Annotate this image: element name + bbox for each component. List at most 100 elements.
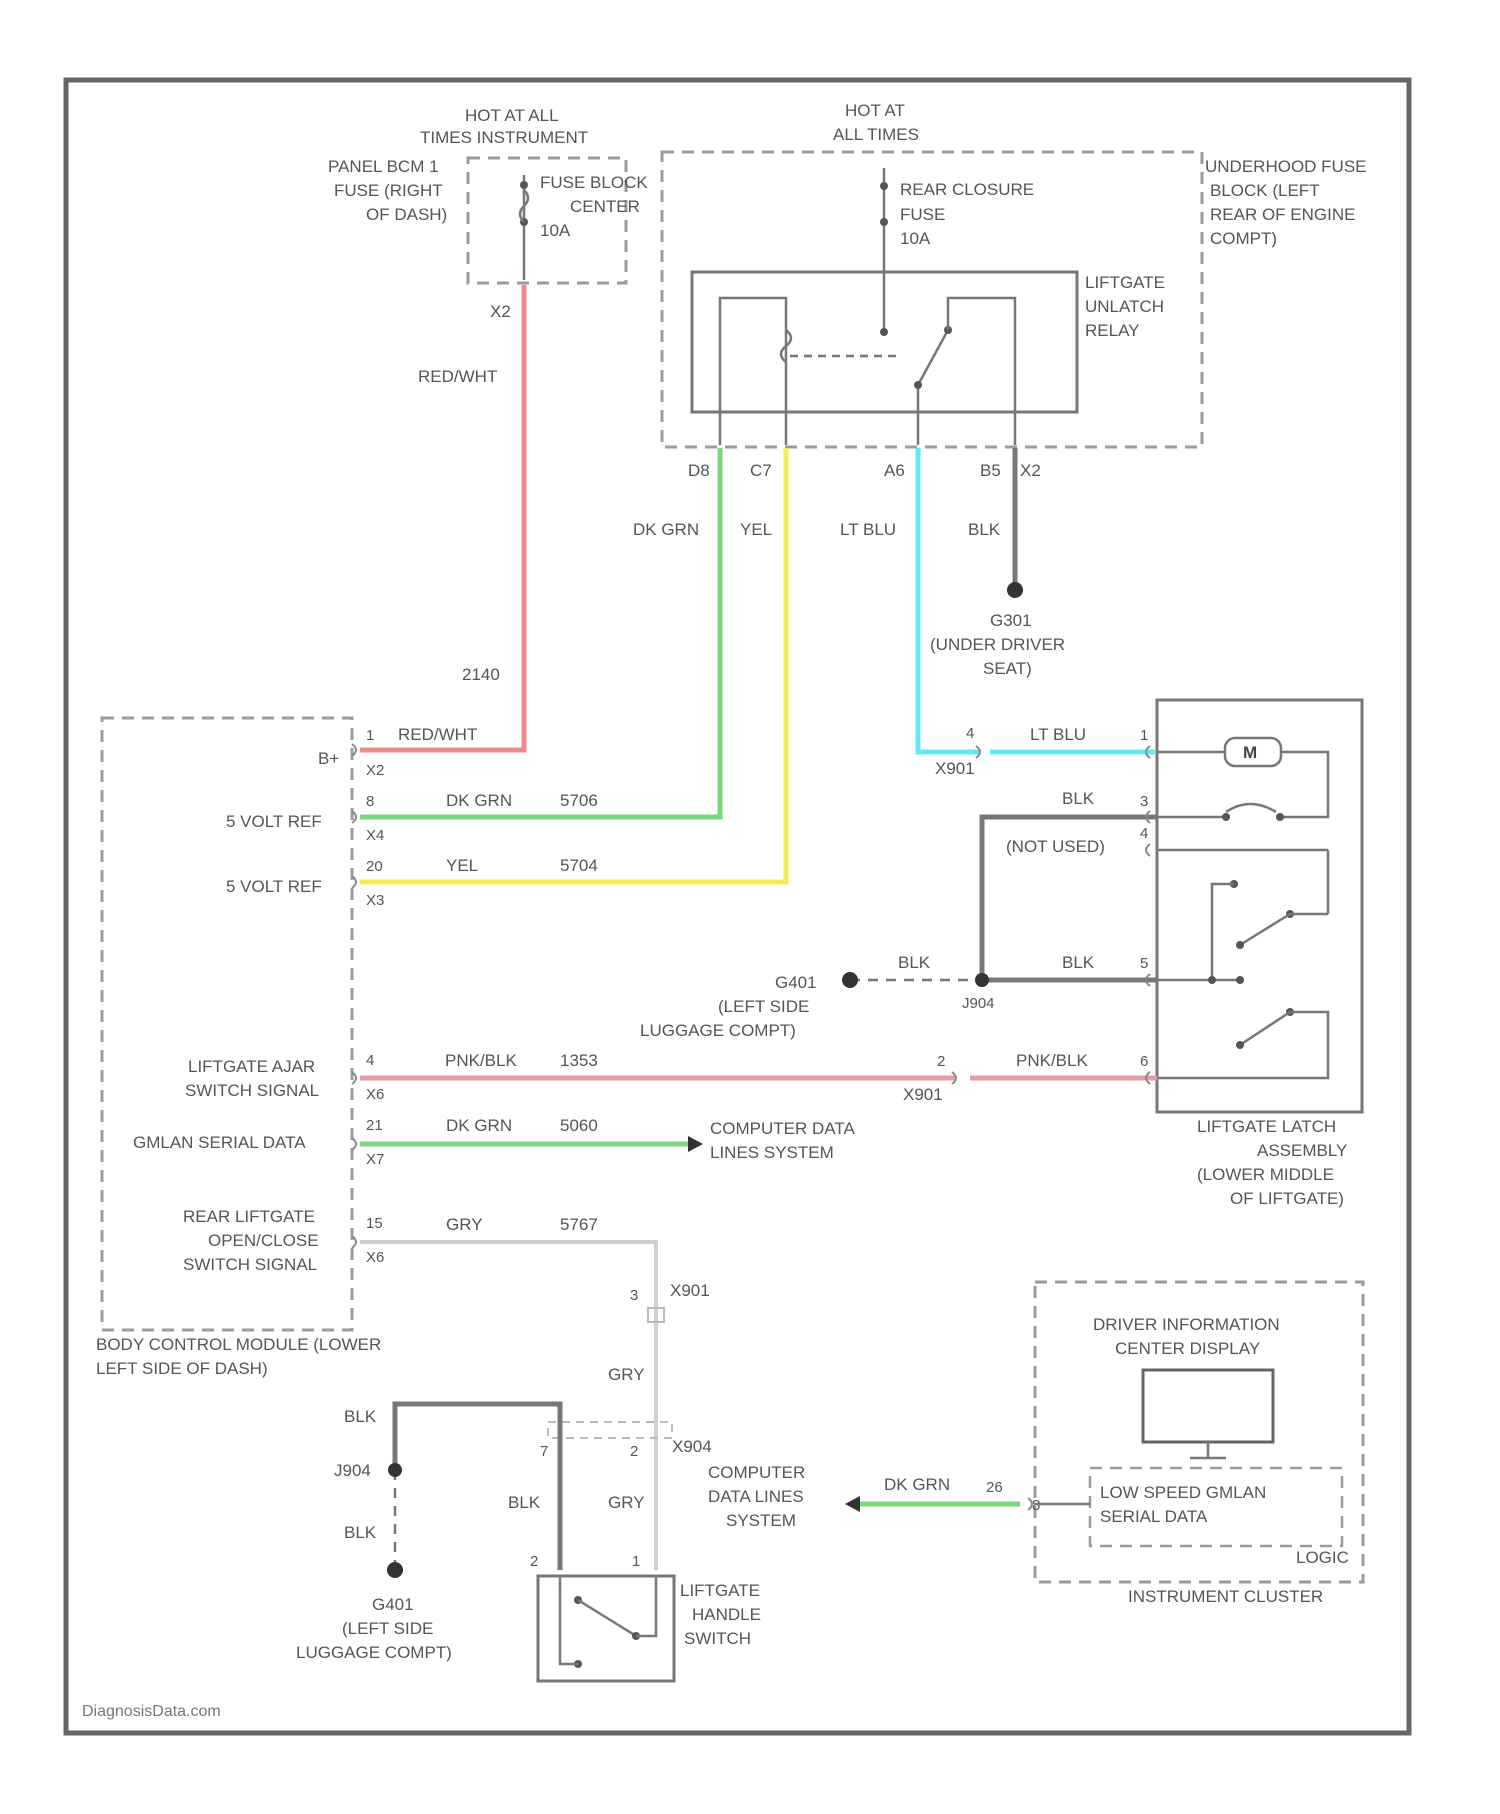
latch-switch-2 [1157, 850, 1328, 984]
latch-name1: LIFTGATE LATCH [1197, 1117, 1336, 1136]
relay-coil [720, 298, 900, 445]
fuse-right-hot1: HOT AT [845, 101, 905, 120]
fuse-left-hot: HOT AT ALL [465, 106, 559, 125]
bcm-pin-x3: X3 [366, 892, 384, 909]
bcm-pin-x4: X4 [366, 827, 384, 844]
latch-switch-1 [1157, 804, 1284, 821]
fuse-right-block4: COMPT) [1210, 229, 1277, 248]
relay-name2: UNLATCH [1085, 297, 1164, 316]
handle-pin-2: 2 [530, 1553, 538, 1570]
label-blk-b: BLK [344, 1523, 377, 1542]
ground-g401-low-dot [387, 1562, 403, 1578]
g401-low-loc2: LUGGAGE COMPT) [296, 1643, 452, 1662]
bcm-pin-x7: X7 [366, 1151, 384, 1168]
x901-top: X901 [935, 759, 975, 778]
latch-pin-3: 3 [1140, 793, 1148, 810]
latch-name3: (LOWER MIDDLE [1197, 1165, 1334, 1184]
fuse-left-hot2: TIMES INSTRUMENT [420, 128, 588, 147]
bcm-pin-4: 4 [366, 1052, 374, 1069]
handle-name2: HANDLE [692, 1605, 761, 1624]
relay-pin-x2: X2 [1020, 461, 1041, 480]
latch-not-used: (NOT USED) [1006, 837, 1105, 856]
label-dk-grn-bcm: DK GRN [446, 791, 512, 810]
bcm-ajar2: SWITCH SIGNAL [185, 1081, 319, 1100]
bcm-bplus: B+ [318, 749, 339, 768]
label-blk-j904: BLK [898, 953, 931, 972]
ground-g301-dot [1007, 582, 1023, 598]
fuse-left-rating: 10A [540, 221, 571, 240]
cluster-pin-8: 8 [1032, 1497, 1040, 1514]
x901-low: X901 [670, 1281, 710, 1300]
splice-j904-low [388, 1463, 402, 1477]
arrow-gmlan [688, 1136, 703, 1152]
relay-name3: RELAY [1085, 321, 1140, 340]
bcm-pin-20: 20 [366, 858, 383, 875]
ground-g401-top-dot [842, 972, 858, 988]
footer-watermark: DiagnosisData.com [82, 1703, 221, 1720]
wire-blk-handle [395, 1404, 560, 1570]
relay-pin-a6: A6 [884, 461, 905, 480]
bcm-rear3: SWITCH SIGNAL [183, 1255, 317, 1274]
bcm-ajar1: LIFTGATE AJAR [188, 1057, 315, 1076]
relay-pin-d8: D8 [688, 461, 710, 480]
fuse-left-name1: FUSE BLOCK [540, 173, 648, 192]
cluster-logic-label: LOGIC [1296, 1548, 1349, 1567]
label-red-wht: RED/WHT [418, 367, 497, 386]
fuse-left-loc2: FUSE (RIGHT [334, 181, 443, 200]
bcm-ref1: 5 VOLT REF [226, 812, 322, 831]
wire-dk-grn-5706 [360, 448, 720, 817]
latch-pin-4: 4 [1140, 825, 1148, 842]
bcm-pin-1: 1 [366, 727, 374, 744]
lsg-label1: LOW SPEED GMLAN [1100, 1483, 1266, 1502]
arrow-cluster [845, 1496, 860, 1512]
g401-top-name: G401 [775, 973, 817, 992]
x904-pin-2: 2 [630, 1443, 638, 1460]
g401-top-loc1: (LEFT SIDE [718, 997, 809, 1016]
label-5706: 5706 [560, 791, 598, 810]
fuse-right-name2: FUSE [900, 205, 945, 224]
dic-display [1143, 1370, 1273, 1442]
data-lines2-1: COMPUTER [708, 1463, 805, 1482]
bcm-pin-x6: X6 [366, 1086, 384, 1103]
handle-pin-1: 1 [632, 1553, 640, 1570]
fuse-left-name2: CENTER [570, 197, 640, 216]
label-blk-pin3: BLK [1062, 789, 1095, 808]
bcm-pin-x6b: X6 [366, 1249, 384, 1266]
bcm-pin-x2: X2 [366, 762, 384, 779]
x904-label: X904 [672, 1437, 712, 1456]
label-gry-low: GRY [608, 1493, 645, 1512]
label-lt-blu-top: LT BLU [840, 520, 896, 539]
fuse-left-loc3: OF DASH) [366, 205, 447, 224]
fuse-left-symbol [520, 175, 528, 280]
relay-pin-b5: B5 [980, 461, 1001, 480]
label-dk-grn-cluster: DK GRN [884, 1475, 950, 1494]
g301-loc1: (UNDER DRIVER [930, 635, 1065, 654]
j904-top-label: J904 [962, 995, 995, 1012]
x904-pin-7: 7 [540, 1443, 548, 1460]
g401-top-loc2: LUGGAGE COMPT) [640, 1021, 796, 1040]
label-blk-pin5: BLK [1062, 953, 1095, 972]
label-gry-bcm: GRY [446, 1215, 483, 1234]
fuse-right-block2: BLOCK (LEFT [1210, 181, 1320, 200]
label-5704: 5704 [560, 856, 598, 875]
bcm-pin-21: 21 [366, 1117, 383, 1134]
relay-name1: LIFTGATE [1085, 273, 1165, 292]
fuse-right-rating: 10A [900, 229, 931, 248]
handle-switch-contacts [560, 1576, 656, 1668]
latch-pin-1: 1 [1140, 727, 1148, 744]
latch-name4: OF LIFTGATE) [1230, 1189, 1344, 1208]
relay-pin-c7: C7 [750, 461, 772, 480]
handle-name3: SWITCH [684, 1629, 751, 1648]
fuse-right-hot2: ALL TIMES [833, 125, 919, 144]
label-red-wht-bcm: RED/WHT [398, 725, 477, 744]
label-lt-blu-latch: LT BLU [1030, 725, 1086, 744]
bcm-ref2: 5 VOLT REF [226, 877, 322, 896]
x901-mid: X901 [903, 1085, 943, 1104]
fuse-right-block1: UNDERHOOD FUSE [1205, 157, 1367, 176]
data-lines2-3: SYSTEM [726, 1511, 796, 1530]
relay-switch [914, 298, 1015, 445]
label-blk-c: BLK [508, 1493, 541, 1512]
bcm-gmlan: GMLAN SERIAL DATA [133, 1133, 306, 1152]
g401-low-name: G401 [372, 1595, 414, 1614]
